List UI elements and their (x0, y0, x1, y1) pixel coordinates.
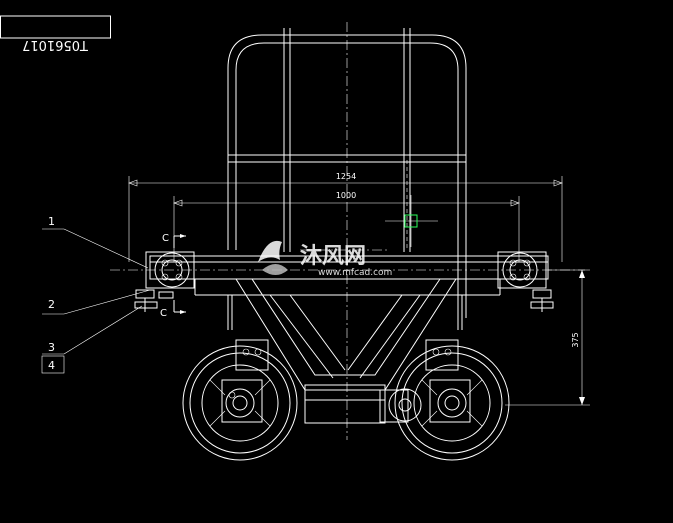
left-bearing-housing (134, 251, 195, 312)
dimension-height: 375 (505, 269, 590, 406)
dimension-wheel-span: 1000 (173, 191, 520, 262)
dimension-1254-label: 1254 (336, 172, 356, 181)
watermark-url: www.mfcad.com (318, 268, 392, 278)
cursor-crosshair (385, 195, 438, 247)
dimension-1000-label: 1000 (336, 191, 356, 200)
right-bearing-housing (497, 251, 554, 312)
balloon-4: 4 (48, 359, 55, 372)
dimension-375-label: 375 (571, 332, 580, 347)
v-truss (227, 278, 463, 424)
balloon-2: 2 (48, 298, 55, 311)
section-mark-c-top: C (162, 233, 169, 244)
part-callouts: 1 2 3 4 (41, 215, 151, 374)
section-mark-c-bottom: C (160, 308, 167, 319)
watermark: 沐风网 www.mfcad.com (258, 240, 392, 278)
balloon-3: 3 (48, 341, 55, 354)
handle-frame (227, 22, 467, 440)
left-wheel (182, 339, 298, 461)
right-wheel (379, 339, 510, 461)
watermark-name: 沐风网 (300, 244, 366, 269)
balloon-1: 1 (48, 215, 55, 228)
section-mark-c: C C (160, 233, 186, 319)
drawing-number: T0561017 (22, 37, 89, 52)
title-block: T0561017 (0, 15, 111, 52)
dimension-overall-width: 1254 (128, 172, 563, 262)
watermark-logo-icon (258, 240, 288, 275)
